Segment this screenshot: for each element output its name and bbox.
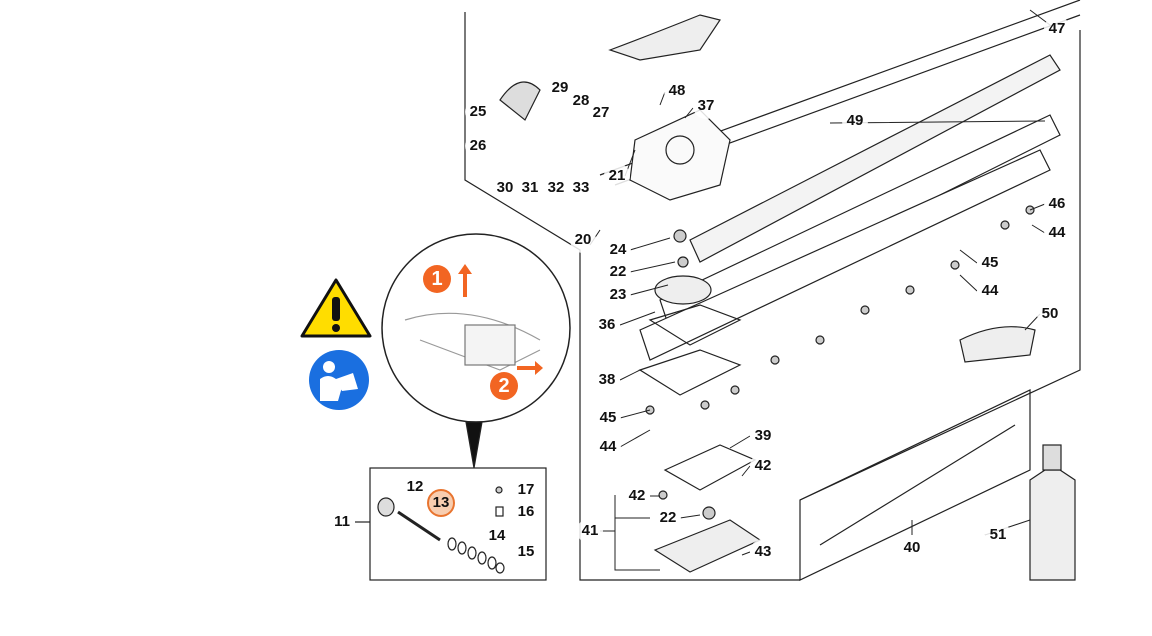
- part-label[interactable]: 44: [595, 434, 621, 460]
- part-label[interactable]: 22: [655, 505, 681, 531]
- part-label[interactable]: 37: [693, 93, 719, 119]
- part-label[interactable]: 32: [543, 175, 569, 201]
- part-label[interactable]: 44: [977, 278, 1003, 304]
- part-label[interactable]: 11: [329, 509, 355, 535]
- step-1-badge: 1: [423, 265, 451, 293]
- part-label[interactable]: 48: [664, 78, 690, 104]
- part-label[interactable]: 21: [604, 163, 630, 189]
- part-label[interactable]: 17: [513, 477, 539, 503]
- part-label[interactable]: 46: [1044, 191, 1070, 217]
- part-label[interactable]: 14: [484, 523, 510, 549]
- part-label[interactable]: 12: [402, 474, 428, 500]
- part-label[interactable]: 23: [605, 282, 631, 308]
- part-label[interactable]: 50: [1037, 301, 1063, 327]
- part-label-highlighted[interactable]: 13: [427, 489, 455, 517]
- part-label[interactable]: 33: [568, 175, 594, 201]
- part-label[interactable]: 38: [594, 367, 620, 393]
- step-2-badge: 2: [490, 372, 518, 400]
- arrow-up-icon: [458, 264, 472, 297]
- part-label[interactable]: 42: [624, 483, 650, 509]
- part-label[interactable]: 43: [750, 539, 776, 565]
- part-label[interactable]: 41: [577, 518, 603, 544]
- part-label[interactable]: 44: [1044, 220, 1070, 246]
- part-label[interactable]: 22: [605, 259, 631, 285]
- part-label[interactable]: 28: [568, 88, 594, 114]
- part-label[interactable]: 16: [513, 499, 539, 525]
- part-label[interactable]: 24: [605, 237, 631, 263]
- part-label[interactable]: 27: [588, 100, 614, 126]
- part-label[interactable]: 45: [595, 405, 621, 431]
- part-label[interactable]: 20: [570, 227, 596, 253]
- part-label[interactable]: 25: [465, 99, 491, 125]
- part-label[interactable]: 42: [750, 453, 776, 479]
- part-label[interactable]: 31: [517, 175, 543, 201]
- part-label[interactable]: 39: [750, 423, 776, 449]
- part-label[interactable]: 49: [842, 108, 868, 134]
- part-label[interactable]: 45: [977, 250, 1003, 276]
- read-manual-icon: [309, 350, 369, 410]
- part-label[interactable]: 15: [513, 539, 539, 565]
- part-label[interactable]: 36: [594, 312, 620, 338]
- part-label[interactable]: 26: [465, 133, 491, 159]
- part-label[interactable]: 30: [492, 175, 518, 201]
- arrow-right-icon: [517, 361, 543, 375]
- part-label[interactable]: 47: [1044, 16, 1070, 42]
- part-label[interactable]: 40: [899, 535, 925, 561]
- warning-icon: [300, 278, 372, 338]
- part-label[interactable]: 51: [985, 522, 1011, 548]
